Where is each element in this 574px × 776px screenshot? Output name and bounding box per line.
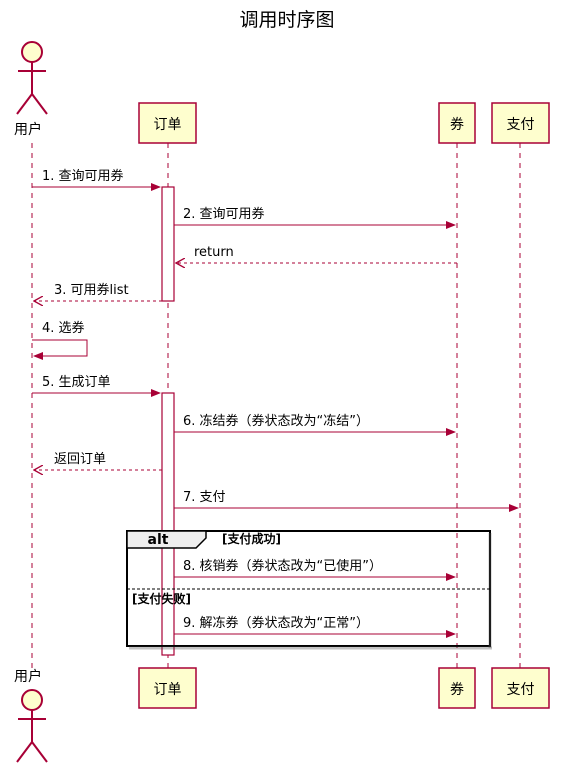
participant-coupon-bottom: 券 xyxy=(438,667,476,709)
participant-order-top-label: 订单 xyxy=(154,117,182,133)
message-return-label: return xyxy=(194,245,234,260)
alt-condition: [支付成功] xyxy=(222,531,281,546)
participant-pay-top: 支付 xyxy=(491,102,550,144)
message-9-label: 9. 解冻券（券状态改为“正常”） xyxy=(183,615,369,631)
participant-coupon-top: 券 xyxy=(438,102,476,144)
actor-user-bottom xyxy=(16,689,48,763)
alt-frame xyxy=(126,530,492,650)
message-7-label: 7. 支付 xyxy=(183,490,226,505)
actor-user-top-label: 用户 xyxy=(14,121,42,138)
message-6-label: 6. 冻结券（券状态改为“冻结”） xyxy=(183,413,369,429)
actor-user-bottom-label: 用户 xyxy=(14,668,42,685)
alt-keyword: alt xyxy=(148,532,169,548)
participant-coupon-top-label: 券 xyxy=(450,117,464,133)
participant-order-bottom-label: 订单 xyxy=(154,682,182,698)
activation-order-1 xyxy=(161,186,175,302)
alt-else-condition: [支付失败] xyxy=(132,591,191,606)
participant-pay-bottom-label: 支付 xyxy=(507,682,535,698)
participant-order-top: 订单 xyxy=(138,102,197,144)
activation-order-2 xyxy=(161,392,175,656)
participant-pay-top-label: 支付 xyxy=(507,117,535,133)
message-4-label: 4. 选券 xyxy=(42,320,85,336)
message-5-label: 5. 生成订单 xyxy=(42,375,111,390)
participant-coupon-bottom-label: 券 xyxy=(450,682,464,698)
diagram-title: 调用时序图 xyxy=(239,9,334,31)
message-8-label: 8. 核销券（券状态改为“已使用”） xyxy=(183,558,382,574)
participant-pay-bottom: 支付 xyxy=(491,667,550,709)
message-1-label: 1. 查询可用券 xyxy=(42,168,124,184)
arrow-msg-4-self xyxy=(32,339,88,360)
actor-user-top xyxy=(16,41,48,115)
participant-order-bottom: 订单 xyxy=(138,667,197,709)
message-return-order-label: 返回订单 xyxy=(54,452,106,467)
message-2-label: 2. 查询可用券 xyxy=(183,206,265,222)
message-3-label: 3. 可用券list xyxy=(54,282,129,298)
